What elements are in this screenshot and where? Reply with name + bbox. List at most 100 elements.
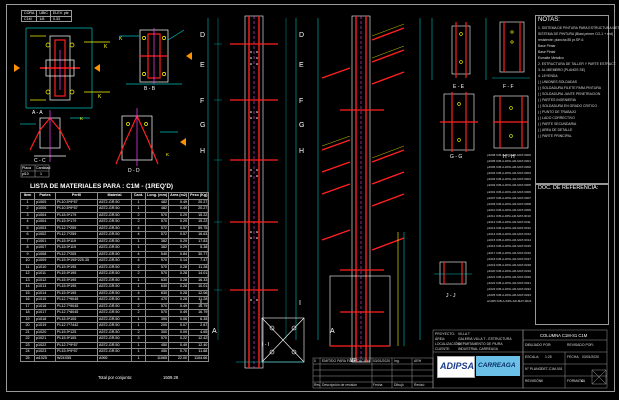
section-label-aa: A - A <box>32 110 43 116</box>
reference-item: p1019 ICB-A-DPA-AR-MAT-0018 <box>487 262 531 267</box>
section-label-jj: J - J <box>446 293 456 299</box>
section-bb-drawing: K <box>119 28 192 85</box>
note-item: SISTEMA DE PINTURA (Blast primer CG-1 + … <box>538 32 614 36</box>
reference-item: p1001 ICB-A-DPA-AR-MAT-0006 <box>487 189 531 194</box>
svg-text:K: K <box>98 94 102 100</box>
notes-title: NOTAS: <box>538 17 560 23</box>
part-reference-list: p1008 ICB-A-DPA-AR-MAT-0000 p1005 ICB-A-D… <box>487 152 531 304</box>
reference-item: p1006 ICB-A-DPA-AR-MAT-0002 <box>487 165 531 170</box>
notes-list: 1. SISTEMA DE PINTURA PARA ESTRUCTURA ME… <box>538 25 619 139</box>
reviewed-by-label: REVISADO POR: <box>567 343 594 347</box>
reference-item: p1007 ICB-A-DPA-AR-MAT-0007 <box>487 195 531 200</box>
reference-item: p1013 ICB-A-DPA-AR-MAT-0012 <box>487 226 531 231</box>
client-value: INDUSTRIAL CARREAGA <box>458 347 499 351</box>
materials-header-row: Item Partes Perfil Material Cant. Long. … <box>20 192 210 200</box>
reference-item: p1023 ICB-A-DPA-AR-MAT-0022 <box>487 287 531 292</box>
note-item: Esmalte Metalico <box>538 56 564 60</box>
doc-reference-title: DOC. DE REFERENCIA: <box>538 185 599 191</box>
rev-head-rev: Rev. <box>314 383 321 387</box>
table-cell: A992 <box>97 354 132 362</box>
note-item: resistente: plancha 85 pr.SP-6 <box>538 38 584 42</box>
cut-letter-f1: F <box>200 98 205 105</box>
adipsa-logo: ADIPSA <box>437 356 475 378</box>
cut-letter-a2: A <box>330 328 335 335</box>
note-item: Base Pintar <box>538 50 556 54</box>
reference-item: p1015 ICB-A-DPA-AR-MAT-0014 <box>487 238 531 243</box>
date-label: FECHA: <box>567 355 580 359</box>
reference-item: p1005 ICB-A-DPA-AR-MAT-0001 <box>487 159 531 164</box>
note-item: ( ) AREA DE DETALLE <box>538 128 573 132</box>
section-cc-drawing: K <box>20 110 90 162</box>
note-item: ( ) SOLDADURA JUNTE PENETRACION <box>538 92 601 96</box>
section-label-vp: VP <box>350 358 357 364</box>
notes-panel <box>535 15 609 185</box>
note-item: 3. AL MIEMBRO (PLANOS SE) <box>538 68 586 72</box>
section-aa-drawing: K K <box>14 27 110 109</box>
table-cell: 25 <box>20 354 35 362</box>
svg-text:K: K <box>119 36 123 42</box>
location-label: LOCALIZACIÓN: <box>435 342 461 346</box>
table-cell: W24X55 <box>55 354 98 362</box>
location-value: DEPARTAMENTO DE PIURA <box>458 342 503 346</box>
materials-total-label: Total por conjunto: <box>98 375 133 380</box>
reference-item: p1020 ICB-A-DPA-AR-MAT-0019 <box>487 268 531 273</box>
rev-desc: EMITIDO PARA FABRICACION <box>322 359 370 363</box>
column-elevation-2 <box>317 15 421 363</box>
rev-checked: ARH <box>414 359 422 363</box>
note-item: ( ) PARTE PRINCIPAL <box>538 134 572 138</box>
cut-letter-g1: G <box>200 122 206 129</box>
doc-reference-panel <box>535 183 609 325</box>
note-item: ( ) UNIONES SOLDADAS <box>538 80 577 84</box>
note-item: ( ) SOLDADURA FILETE PARA PINTURA <box>538 86 602 90</box>
table-cell: w1025 <box>34 354 56 362</box>
drawing-frame <box>6 4 615 392</box>
adipsa-logo-text: ADIPSA <box>440 361 475 371</box>
plate-box-val-1: pl10 <box>22 172 29 176</box>
area-label: ÁREA: <box>435 337 446 341</box>
rev-head-checked: Revisó <box>414 383 425 387</box>
scale-value: 1:25 <box>545 355 552 359</box>
reference-item: p1002 ICB-A-DPA-AR-MAT-0005 <box>487 183 531 188</box>
col-value-cora: C1M <box>20 15 38 22</box>
column-elevation-1 <box>207 15 305 369</box>
note-item: ( ) PUNTO DE TRABAJO <box>538 110 577 114</box>
plan-number-label: N° PLANO: <box>525 367 543 371</box>
materials-total-value: 1509.29 <box>163 375 179 380</box>
reference-item: p1012 ICB-A-DPA-AR-MAT-0011 <box>487 220 531 225</box>
mat-col-area: Area (m2) <box>168 192 190 200</box>
cut-letter-d1: D <box>200 32 206 39</box>
reference-item: p1004 ICB-A-DPA-AR-MAT-0003 <box>487 171 531 176</box>
reference-item: p1011 ICB-A-DPA-AR-MAT-0010 <box>487 213 531 218</box>
cut-letter-h2: H <box>299 148 305 155</box>
reference-item: p1008 ICB-A-DPA-AR-MAT-0000 <box>487 153 531 157</box>
format-value: A1 <box>581 379 586 383</box>
reference-item: p1009 ICB-A-DPA-AR-MAT-0008 <box>487 201 531 206</box>
reference-item: w1025 ICB-A-DPA-AR-MAT-0024 <box>487 299 532 304</box>
section-ii-jj-drawing <box>434 261 472 285</box>
section-label-hh: H - H <box>503 154 515 160</box>
note-item: Base Pintar <box>538 44 556 48</box>
rev-col-rev: 0 <box>314 359 316 363</box>
column-info-table: CORA UBIC ELEV. pie C1M 1/8 0.33 <box>20 10 72 22</box>
reference-item: p1003 ICB-A-DPA-AR-MAT-0004 <box>487 177 531 182</box>
section-label-ii: I - I <box>262 342 270 348</box>
materials-table: Item Partes Perfil Material Cant. Long. … <box>20 192 210 362</box>
cut-letter-h1: H <box>200 148 206 155</box>
section-label-gg: G - G <box>450 154 463 160</box>
reference-item: p1022 ICB-A-DPA-AR-MAT-0021 <box>487 280 531 285</box>
section-label-ff: F - F <box>503 84 514 90</box>
date-value: 03/01/2020 <box>582 355 599 359</box>
reference-item: p1010 ICB-A-DPA-AR-MAT-0009 <box>487 207 531 212</box>
section-dd-drawing: K <box>115 108 186 166</box>
col-value-elev: 0.33 <box>49 15 72 22</box>
reference-item: p1025 ICB-A-DPA-AR-MAT-0023 <box>487 293 531 298</box>
drawing-title: COLUMNA C1M-S1 C1M <box>540 333 588 338</box>
table-cell: 1 <box>131 354 146 362</box>
